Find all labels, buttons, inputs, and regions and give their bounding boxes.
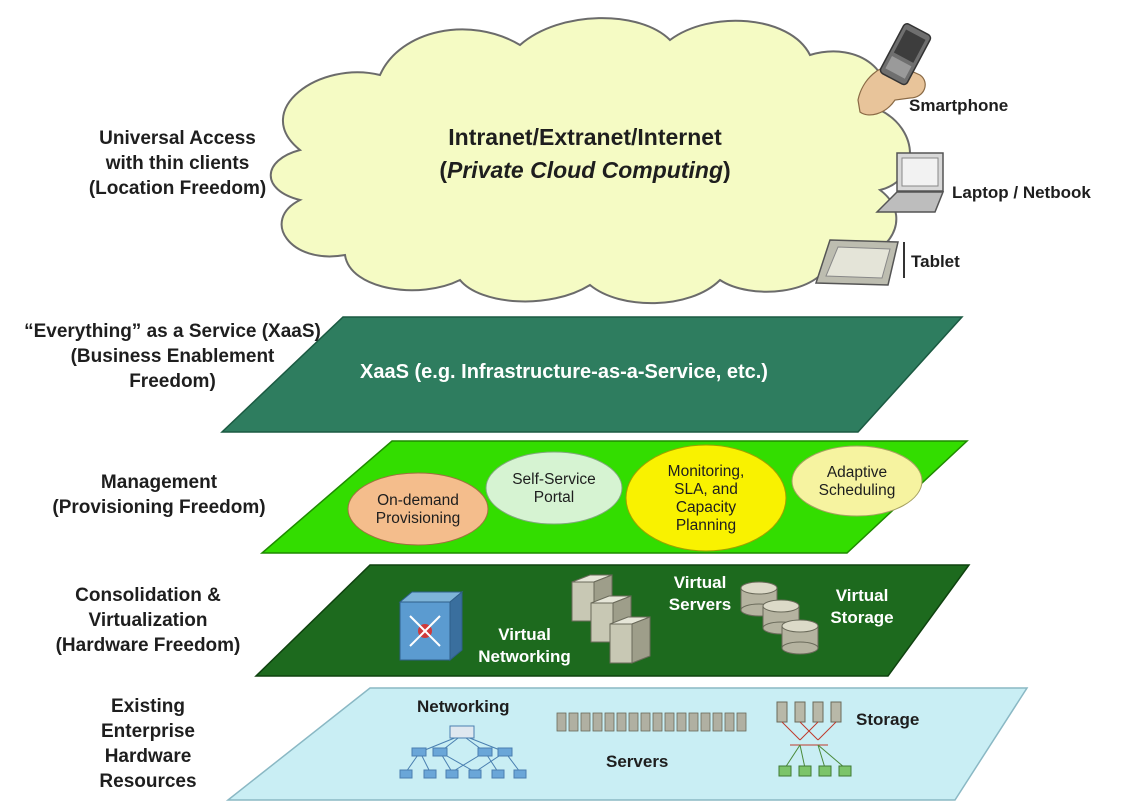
oval-label-line: Provisioning [376,510,460,527]
cloud-title: Intranet/Extranet/Internet (Private Clou… [420,121,750,187]
oval-label-line: Capacity [676,499,737,516]
label-line: Enterprise [101,721,195,742]
xaas-layer [220,316,964,433]
label-line: (Location Freedom) [88,178,267,199]
networking-label: Networking [417,697,510,716]
cloud-italic: Private Cloud Computing [447,157,723,183]
adaptive-scheduling-oval [791,445,923,517]
label-line: Existing [111,696,185,717]
label-line: Networking [478,647,571,666]
label-line: (Business Enablement [70,346,275,367]
server-unit [688,712,699,732]
cloud-title-line2: (Private Cloud Computing) [420,154,750,187]
servers-label: Servers [606,752,669,771]
server-unit [640,712,651,732]
oval-label-line: Self-Service [512,471,596,488]
label-universal-access: Universal Access with thin clients (Loca… [40,126,315,201]
virtual-storage-label: Virtual Storage [817,585,907,629]
label-line: Management [100,472,218,493]
label-line: Virtual [673,573,727,592]
virtual-networking-label: Virtual Networking [462,624,587,668]
server-unit [628,712,639,732]
server-unit [604,712,615,732]
label-management: Management (Provisioning Freedom) [0,470,318,520]
oval-label-line: Scheduling [819,482,896,499]
server-unit [712,712,723,732]
label-line: Servers [668,595,732,614]
server-unit [652,712,663,732]
oval-label-line: On-demand [377,492,459,509]
label-line: Virtual [835,586,889,605]
self-service-portal-oval [485,451,623,525]
virtual-servers-label: Virtual Servers [655,572,745,616]
server-unit [676,712,687,732]
label-line: “Everything” as a Service (XaaS) [24,321,321,342]
paren-open: ( [439,157,447,183]
server-unit [736,712,747,732]
hardware-layer [225,687,1029,801]
tablet-icon [814,239,905,286]
label-line: (Provisioning Freedom) [52,497,266,518]
laptop-label: Laptop / Netbook [952,183,1091,202]
label-line: with thin clients [105,153,250,174]
label-line: Freedom) [129,371,216,392]
label-xaas: “Everything” as a Service (XaaS) (Busine… [0,319,345,394]
server-unit [568,712,579,732]
server-unit [724,712,735,732]
virtual-servers-icon [571,574,651,664]
networking-topology-icon [399,725,527,779]
xaas-layer-text: XaaS (e.g. Infrastructure-as-a-Service, … [360,361,768,383]
oval-label-line: Portal [534,489,575,506]
laptop-icon [875,152,945,213]
tablet-label: Tablet [911,252,960,271]
smartphone-icon [857,23,932,116]
label-line: Resources [99,771,197,792]
server-unit [664,712,675,732]
server-unit [616,712,627,732]
cloud-shape [269,17,911,305]
label-line: (Hardware Freedom) [55,635,241,656]
oval-label-line: SLA, and [674,481,738,498]
virtual-storage-icon [740,581,819,655]
smartphone-label: Smartphone [909,96,1009,115]
label-line: Virtual [498,625,551,644]
paren-close: ) [723,157,731,183]
server-unit [592,712,603,732]
monitoring-oval [625,444,787,552]
server-unit [580,712,591,732]
label-line: Virtualization [88,610,208,631]
oval-label-line: Monitoring, [668,463,745,480]
label-line: Hardware [104,746,192,767]
oval-label-line: Adaptive [827,464,887,481]
storage-label: Storage [856,710,920,729]
oval-label-line: Planning [676,517,736,534]
label-line: Consolidation & [75,585,221,606]
label-consolidation: Consolidation & Virtualization (Hardware… [18,583,278,658]
label-existing-hardware: Existing Enterprise Hardware Resources [68,694,228,794]
label-line: Storage [830,608,894,627]
label-line: Universal Access [99,128,256,149]
virtual-networking-switch-icon [398,590,464,662]
on-demand-provisioning-oval [347,472,489,546]
server-unit [700,712,711,732]
server-unit [556,712,567,732]
storage-topology-icon [776,701,852,777]
cloud-title-line1: Intranet/Extranet/Internet [448,124,722,150]
server-rack-icon [556,712,747,732]
